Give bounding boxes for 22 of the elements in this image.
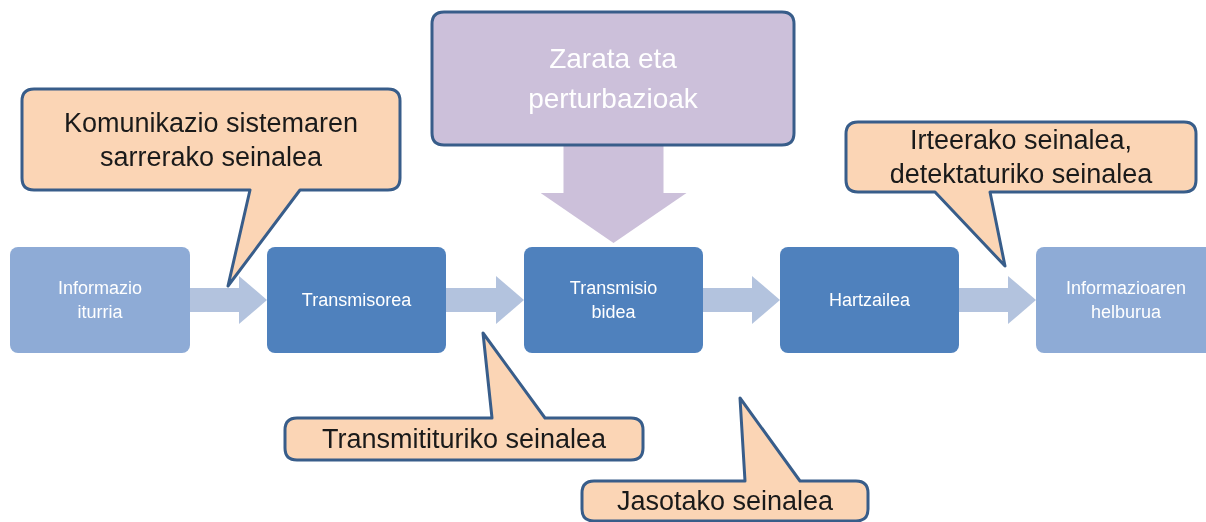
process-box — [780, 247, 959, 353]
callout-text: Komunikazio sistemaren sarrerako seinalea — [62, 106, 360, 174]
block-arrow — [190, 276, 267, 324]
box-label: Informazio iturria — [56, 277, 143, 324]
callout-text: Zarata eta perturbazioak — [527, 41, 699, 116]
block-arrow — [959, 276, 1036, 324]
noise-callout — [430, 10, 796, 147]
endpoint-box — [10, 247, 190, 353]
block-arrow — [446, 276, 524, 324]
box-label: Transmisorea — [301, 289, 412, 312]
speech-callout — [283, 331, 645, 462]
callout-text: Irteerako seinalea, detektaturiko seinalea — [888, 124, 1154, 191]
box-label: Transmisio bidea — [569, 277, 658, 324]
box-label: Hartzailea — [828, 289, 910, 312]
block-arrow — [540, 145, 687, 243]
box-label: Informazioaren helburua — [1064, 277, 1188, 324]
callout-text: Jasotako seinalea — [616, 485, 834, 518]
process-box — [524, 247, 703, 353]
process-box — [267, 247, 446, 353]
block-arrow — [703, 276, 780, 324]
endpoint-box — [1036, 247, 1206, 353]
callout-text: Transmitituriko seinalea — [321, 423, 607, 456]
